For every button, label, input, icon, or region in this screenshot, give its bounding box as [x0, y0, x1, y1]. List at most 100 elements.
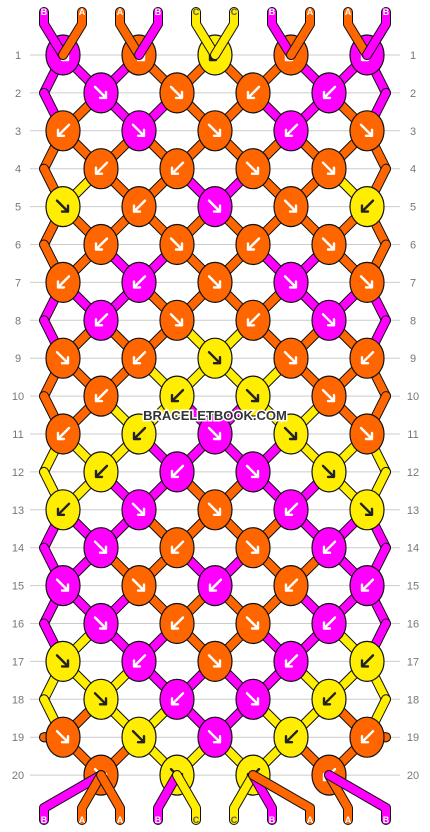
arrow-down-right-icon — [169, 313, 184, 327]
knot[interactable] — [197, 337, 233, 379]
knot[interactable] — [235, 148, 271, 190]
arrow-down-left-icon — [246, 237, 261, 251]
top-strand: A — [286, 7, 315, 60]
knot[interactable] — [45, 489, 81, 531]
knot[interactable] — [273, 110, 309, 152]
knot[interactable] — [159, 527, 195, 569]
knot[interactable] — [197, 489, 233, 531]
knot[interactable] — [311, 375, 347, 417]
strand-letter-top: B — [383, 7, 390, 17]
knot[interactable] — [235, 223, 271, 266]
knot[interactable] — [83, 678, 119, 720]
knot[interactable] — [273, 413, 309, 455]
knot[interactable] — [235, 72, 271, 114]
arrow-down-right-icon — [93, 540, 108, 554]
knot[interactable] — [159, 299, 195, 341]
knot[interactable] — [311, 148, 347, 190]
knot[interactable] — [235, 299, 271, 341]
knot[interactable] — [235, 678, 271, 720]
watermark-text: BRACELETBOOK.COM — [143, 408, 287, 423]
knot[interactable] — [311, 223, 347, 266]
knot[interactable] — [235, 527, 271, 569]
knot[interactable] — [159, 678, 195, 720]
knot[interactable] — [197, 186, 233, 228]
knot[interactable] — [235, 602, 271, 645]
arrow-down-left-icon — [170, 540, 185, 554]
knot[interactable] — [349, 110, 385, 152]
arrow-down-left-icon — [94, 313, 109, 327]
knot[interactable] — [197, 261, 233, 303]
arrow-down-left-icon — [56, 502, 71, 516]
knot[interactable] — [121, 489, 157, 531]
knot[interactable] — [45, 564, 81, 607]
knot[interactable] — [121, 261, 157, 303]
knot[interactable] — [311, 299, 347, 341]
knot[interactable] — [83, 451, 119, 493]
knot[interactable] — [159, 451, 195, 493]
knot[interactable] — [83, 223, 119, 266]
knot[interactable] — [349, 186, 385, 228]
knot[interactable] — [197, 110, 233, 152]
knot[interactable] — [159, 72, 195, 114]
knot[interactable] — [197, 716, 233, 758]
row-number-left: 11 — [12, 429, 23, 441]
knot[interactable] — [83, 375, 119, 417]
knot[interactable] — [121, 337, 157, 379]
knot[interactable] — [83, 148, 119, 190]
knot[interactable] — [121, 564, 157, 607]
strand-letter-bottom: B — [269, 815, 276, 825]
knot[interactable] — [273, 186, 309, 228]
knot[interactable] — [235, 451, 271, 493]
row-number-left: 16 — [12, 619, 24, 631]
knot[interactable] — [273, 640, 309, 683]
knot[interactable] — [45, 261, 81, 303]
knot[interactable] — [197, 413, 233, 455]
knot[interactable] — [311, 678, 347, 720]
knot[interactable] — [159, 375, 195, 417]
knot[interactable] — [83, 299, 119, 341]
knot[interactable] — [349, 261, 385, 303]
knot[interactable] — [273, 337, 309, 379]
knot[interactable] — [45, 110, 81, 152]
knot[interactable] — [83, 602, 119, 645]
knot[interactable] — [349, 413, 385, 455]
bottom-strand: C — [229, 770, 258, 825]
knot[interactable] — [45, 337, 81, 379]
knot[interactable] — [311, 451, 347, 493]
knot[interactable] — [83, 527, 119, 569]
knot[interactable] — [45, 186, 81, 228]
knot[interactable] — [273, 564, 309, 607]
knot[interactable] — [159, 223, 195, 266]
knot[interactable] — [159, 148, 195, 190]
knot[interactable] — [235, 375, 271, 417]
knot[interactable] — [121, 716, 157, 758]
knot[interactable] — [121, 186, 157, 228]
knot[interactable] — [197, 640, 233, 683]
bottom-strand: A — [77, 770, 106, 825]
knot[interactable] — [45, 640, 81, 683]
knot[interactable] — [273, 716, 309, 758]
row-number-right: 8 — [410, 315, 416, 327]
knot[interactable] — [121, 640, 157, 683]
knot[interactable] — [349, 489, 385, 531]
knot[interactable] — [83, 72, 119, 114]
knot[interactable] — [197, 564, 233, 607]
knot[interactable] — [349, 716, 385, 758]
knot[interactable] — [349, 337, 385, 379]
knot[interactable] — [311, 72, 347, 114]
row-number-left: 9 — [15, 353, 21, 365]
arrow-down-left-icon — [360, 730, 375, 744]
knot[interactable] — [311, 527, 347, 569]
knot[interactable] — [121, 413, 157, 455]
arrow-down-right-icon — [207, 426, 222, 441]
knot[interactable] — [273, 489, 309, 531]
knot[interactable] — [349, 640, 385, 683]
knot[interactable] — [311, 602, 347, 645]
knot[interactable] — [121, 110, 157, 152]
knot[interactable] — [159, 602, 195, 645]
knot[interactable] — [273, 261, 309, 303]
knot[interactable] — [45, 716, 81, 758]
arrow-down-left-icon — [170, 464, 185, 479]
knot[interactable] — [45, 413, 81, 455]
knot[interactable] — [349, 564, 385, 607]
